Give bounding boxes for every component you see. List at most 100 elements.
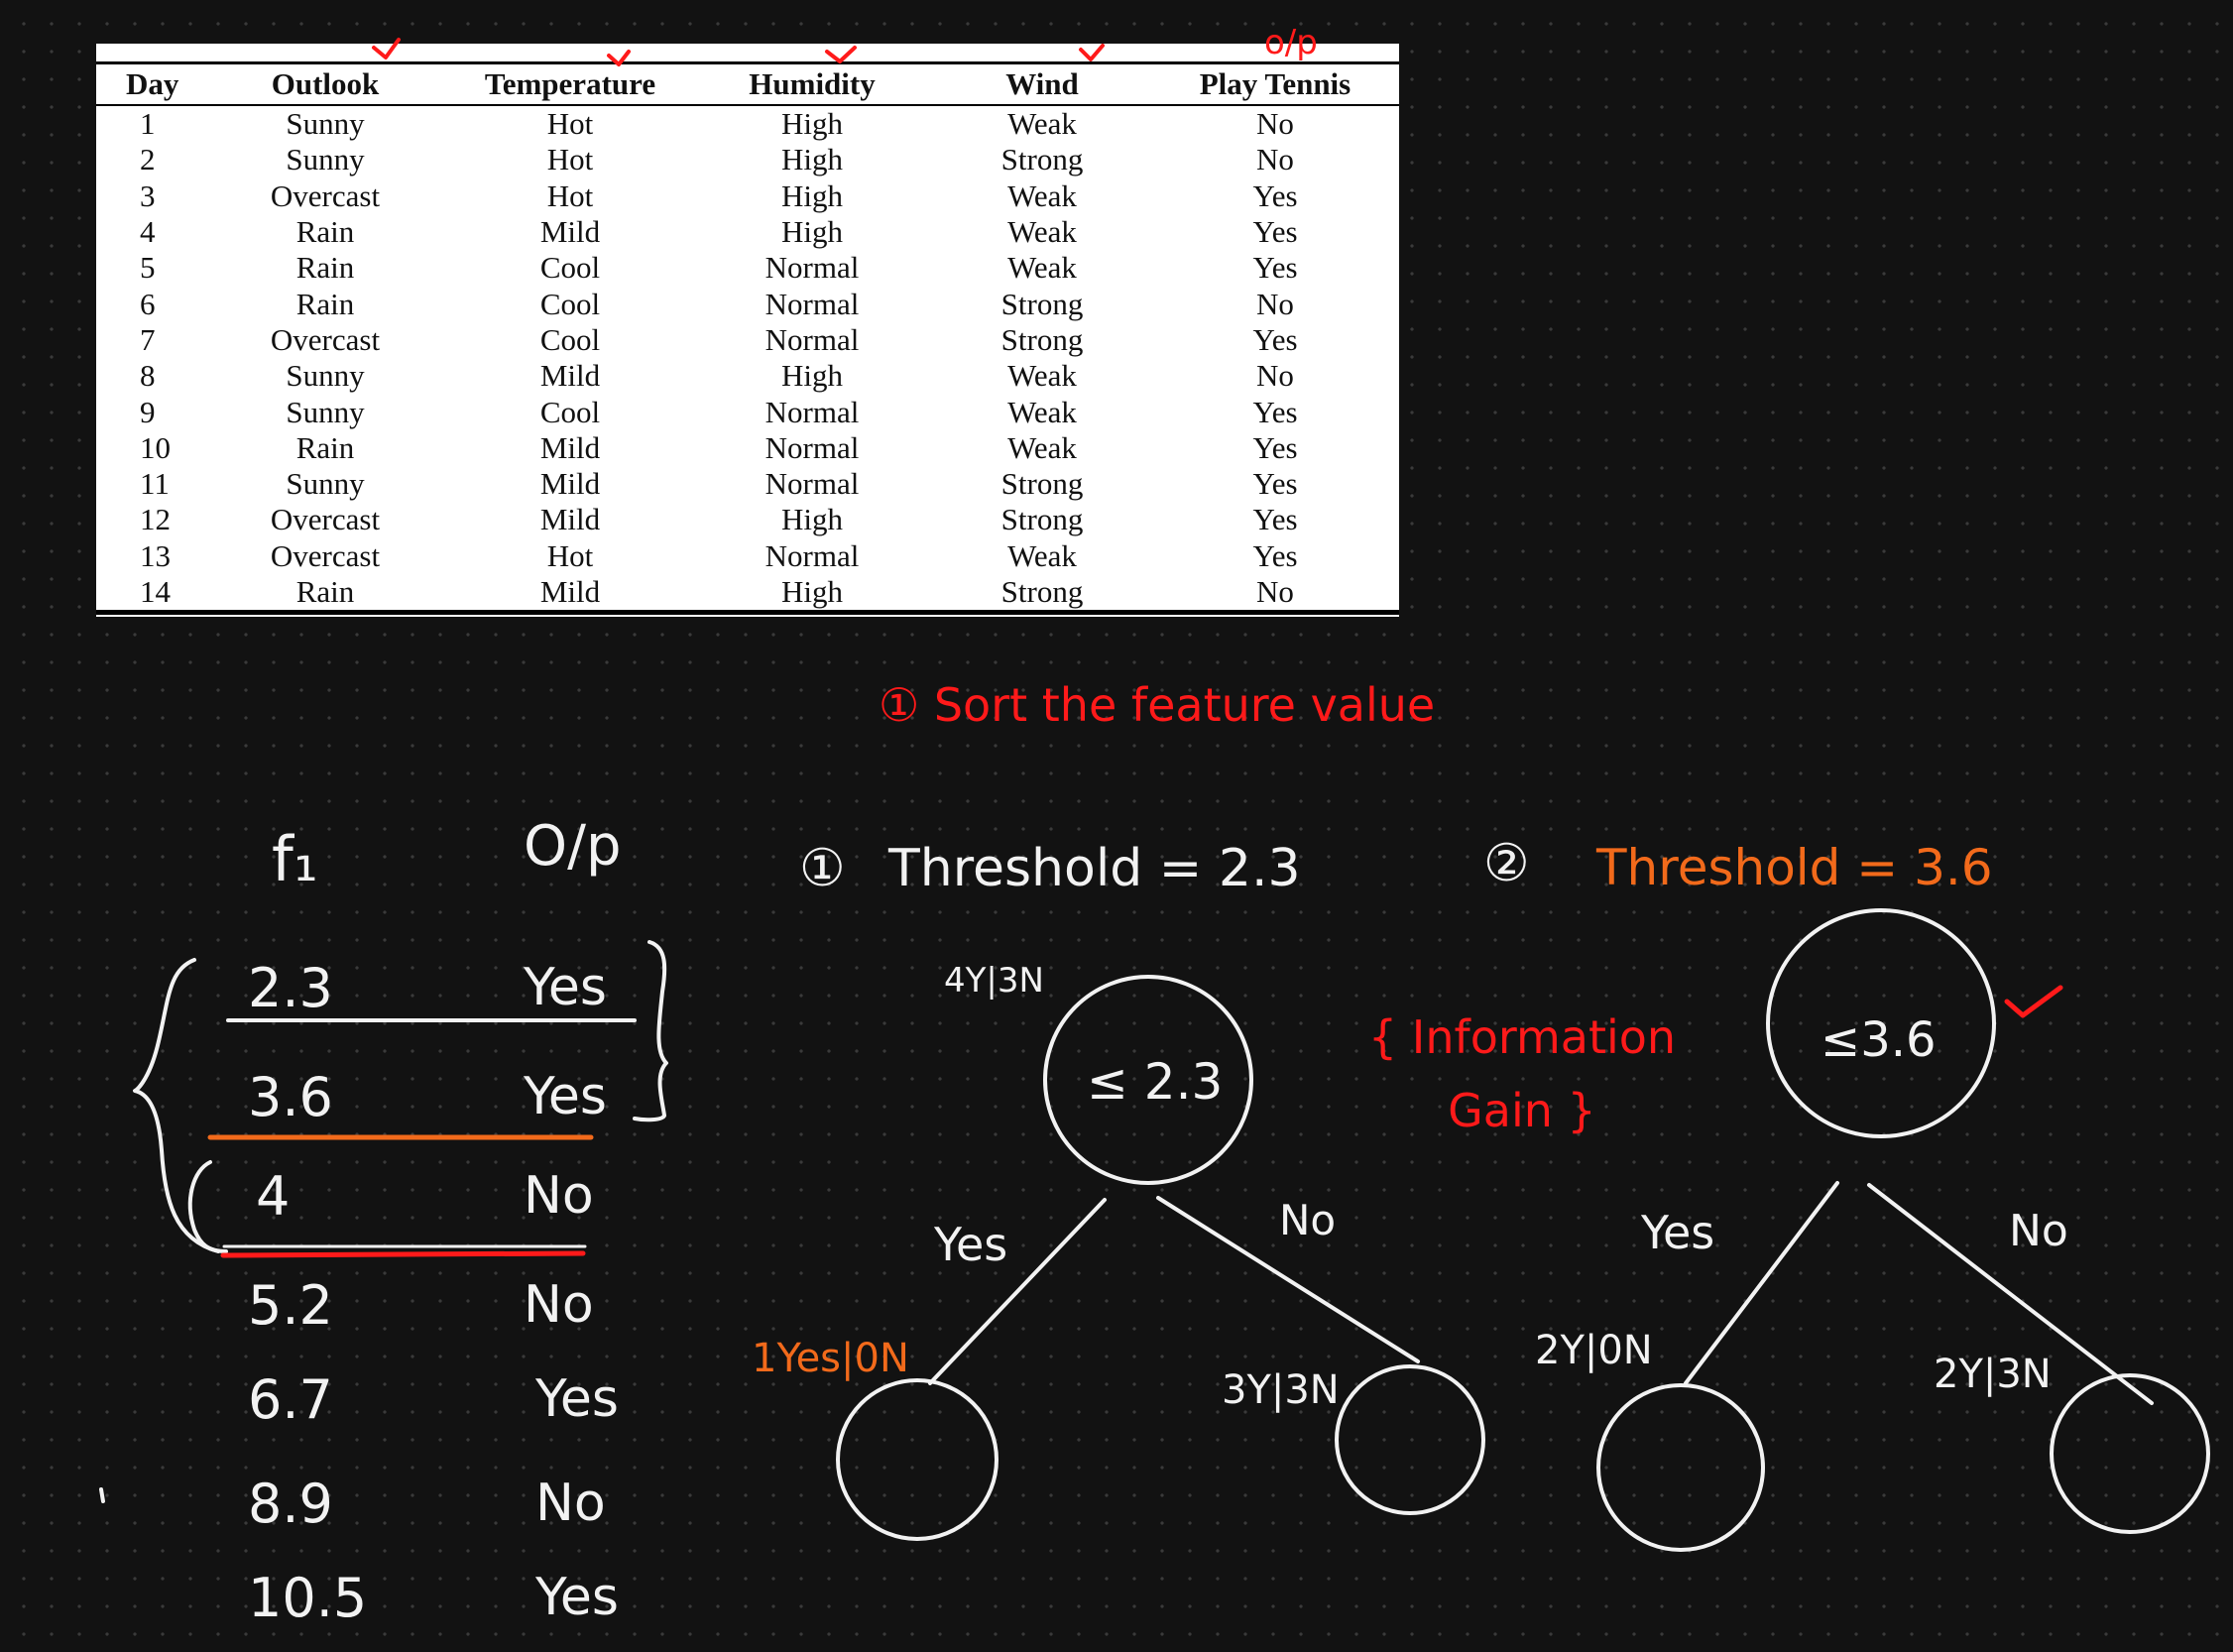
cell-temperature: Mild bbox=[539, 466, 601, 502]
cell-wind: Weak bbox=[1007, 537, 1077, 573]
cell-humidity: High bbox=[781, 106, 843, 142]
tree1-no-edge bbox=[1156, 1196, 1420, 1363]
feature-output: Yes bbox=[524, 1067, 607, 1126]
table-header-row: Day Outlook Temperature Humidity Wind Pl… bbox=[96, 61, 1399, 106]
tree2-root-label: ≤3.6 bbox=[1821, 1012, 1937, 1068]
check-mark-humidity bbox=[825, 46, 857, 63]
cell-temperature: Hot bbox=[546, 142, 594, 177]
left-inner-brace bbox=[187, 1160, 228, 1253]
cell-day: 1 bbox=[140, 106, 156, 142]
cell-wind: Weak bbox=[1007, 214, 1077, 250]
check-mark-wind bbox=[1079, 44, 1105, 61]
cell-day: 13 bbox=[140, 537, 171, 573]
header-outlook: Outlook bbox=[201, 61, 449, 106]
feature-value: 3.6 bbox=[248, 1066, 333, 1128]
cell-humidity: Normal bbox=[764, 466, 860, 502]
cell-temperature: Cool bbox=[539, 394, 601, 429]
cell-day: 4 bbox=[140, 214, 156, 250]
cell-play-tennis: No bbox=[1256, 142, 1294, 177]
header-wind: Wind bbox=[933, 61, 1151, 106]
header-temperature: Temperature bbox=[449, 61, 691, 106]
cell-outlook: Sunny bbox=[286, 394, 365, 429]
cell-outlook: Rain bbox=[295, 214, 355, 250]
cell-wind: Strong bbox=[1000, 286, 1084, 321]
step-note: ① Sort the feature value bbox=[879, 678, 1436, 732]
cell-day: 14 bbox=[96, 573, 201, 616]
tree2-right-leaf bbox=[2050, 1373, 2210, 1534]
cell-wind: Weak bbox=[1007, 106, 1077, 142]
cell-play-tennis: No bbox=[1151, 573, 1399, 616]
cell-wind: Strong bbox=[1000, 466, 1084, 502]
cell-humidity: Normal bbox=[764, 537, 860, 573]
cell-temperature: Cool bbox=[539, 250, 601, 286]
cell-humidity: High bbox=[781, 502, 843, 537]
tree2-left-count: 2Y|0N bbox=[1535, 1328, 1653, 1373]
tree2-check-mark bbox=[2004, 985, 2063, 1018]
tree1-root-count: 4Y|3N bbox=[944, 961, 1044, 1001]
tree2-no-edge bbox=[1867, 1183, 2154, 1405]
cell-wind: Weak bbox=[1007, 250, 1077, 286]
cell-play-tennis: Yes bbox=[1252, 177, 1298, 213]
tree2-yes-label: Yes bbox=[1641, 1206, 1715, 1259]
cell-humidity: High bbox=[691, 573, 933, 616]
feature-header: f₁ bbox=[272, 823, 318, 895]
cell-play-tennis: No bbox=[1256, 358, 1294, 394]
cell-wind: Weak bbox=[1007, 177, 1077, 213]
tree2-title: Threshold = 3.6 bbox=[1596, 839, 1993, 896]
right-brace bbox=[633, 940, 668, 1122]
tree1-no-label: No bbox=[1279, 1196, 1337, 1244]
cell-wind: Weak bbox=[1007, 429, 1077, 465]
cell-play-tennis: Yes bbox=[1252, 537, 1298, 573]
feature-value: 2.3 bbox=[248, 957, 333, 1019]
cell-humidity: High bbox=[781, 214, 843, 250]
cell-wind: Strong bbox=[1000, 321, 1084, 357]
cell-temperature: Hot bbox=[546, 177, 594, 213]
cell-day: 11 bbox=[140, 466, 170, 502]
feature-output: Yes bbox=[535, 1568, 619, 1627]
cell-outlook: Rain bbox=[295, 250, 355, 286]
header-humidity: Humidity bbox=[691, 61, 933, 106]
tree2-right-count: 2Y|3N bbox=[1934, 1352, 2052, 1397]
header-play-tennis: Play Tennis bbox=[1151, 61, 1399, 106]
feature-output: Yes bbox=[535, 1369, 619, 1429]
header-day: Day bbox=[96, 61, 201, 106]
cell-day: 3 bbox=[140, 177, 156, 213]
cell-outlook: Rain bbox=[201, 573, 449, 616]
cell-day: 9 bbox=[140, 394, 156, 429]
cell-play-tennis: Yes bbox=[1252, 214, 1298, 250]
tree1-left-count: 1Yes|0N bbox=[752, 1336, 909, 1381]
cell-outlook: Overcast bbox=[270, 537, 381, 573]
cell-temperature: Mild bbox=[539, 502, 601, 537]
cell-outlook: Overcast bbox=[270, 321, 381, 357]
cell-outlook: Sunny bbox=[286, 142, 365, 177]
cell-outlook: Rain bbox=[295, 429, 355, 465]
cell-play-tennis: No bbox=[1256, 106, 1294, 142]
cell-humidity: High bbox=[781, 177, 843, 213]
feature-value: 4 bbox=[256, 1165, 291, 1228]
tree1-left-leaf bbox=[836, 1378, 999, 1541]
cell-humidity: High bbox=[781, 358, 843, 394]
information-gain-note: { Information Gain } bbox=[1367, 1010, 1677, 1137]
cell-temperature: Cool bbox=[539, 286, 601, 321]
cell-play-tennis: Yes bbox=[1252, 321, 1298, 357]
left-brace bbox=[133, 958, 220, 1253]
feature-value: 10.5 bbox=[248, 1567, 368, 1629]
cell-humidity: Normal bbox=[764, 250, 860, 286]
tree1-right-count: 3Y|3N bbox=[1222, 1367, 1340, 1413]
cell-humidity: High bbox=[781, 142, 843, 177]
cell-play-tennis: Yes bbox=[1252, 429, 1298, 465]
stray-mark bbox=[99, 1487, 105, 1503]
cell-outlook: Sunny bbox=[286, 358, 365, 394]
